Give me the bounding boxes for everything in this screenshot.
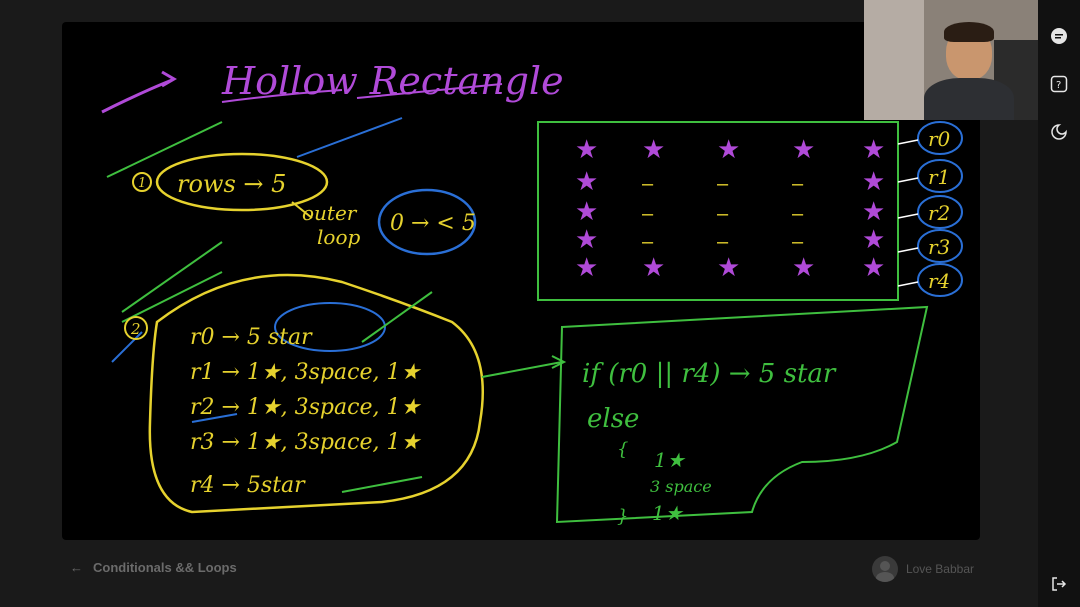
grid-star: ★	[642, 252, 665, 282]
row-labels: r0 r1 r2 r3 r4	[897, 121, 963, 297]
grid-dash: –	[642, 203, 654, 225]
step2-line-3: r3 → 1★, 3space, 1★	[190, 430, 421, 455]
grid-dash: –	[717, 173, 729, 195]
grid-star: ★	[717, 252, 740, 282]
grid-star: ★	[717, 134, 740, 164]
grid-dash: –	[642, 173, 654, 195]
logic-branch-1: 1★	[654, 448, 686, 472]
grid-dash: –	[792, 203, 804, 225]
back-link[interactable]: ← Conditionals && Loops	[70, 560, 237, 575]
row-label-arrow	[897, 177, 919, 183]
grid-dash: –	[642, 231, 654, 253]
grid-star: ★	[862, 252, 885, 282]
grid-star: ★	[575, 224, 598, 254]
grid-star: ★	[862, 224, 885, 254]
step2-line-4: r4 → 5star	[190, 473, 306, 498]
logic-box	[555, 305, 929, 524]
chat-icon[interactable]	[1047, 24, 1071, 48]
grid-star: ★	[575, 134, 598, 164]
svg-text:?: ?	[1056, 80, 1061, 91]
lesson-footer: ← Conditionals && Loops Love Babbar	[62, 548, 980, 594]
whiteboard-canvas: Hollow Rectangle 1 rows → 5 outer loop 0…	[101, 59, 963, 527]
step1-ellipse	[155, 152, 329, 212]
grid-dash: –	[792, 173, 804, 195]
row-label-arrow	[897, 247, 919, 253]
star-grid: ★★★★★★–––★★–––★★–––★★★★★★	[575, 134, 885, 282]
row-label-ring	[917, 195, 963, 229]
grid-star: ★	[575, 196, 598, 226]
step2-blob	[148, 273, 484, 514]
grid-box	[537, 121, 899, 301]
logic-close-brace: }	[617, 506, 628, 527]
row-label-ring	[917, 229, 963, 263]
row-label-arrow	[897, 213, 919, 219]
step2-line-0: r0 → 5 star	[190, 325, 313, 350]
theme-icon[interactable]	[1047, 120, 1071, 144]
grid-star: ★	[862, 134, 885, 164]
row-label-ring	[917, 121, 963, 155]
grid-dash: –	[717, 231, 729, 253]
range-ellipse	[377, 188, 477, 256]
row-label: r3	[928, 235, 950, 259]
grid-star: ★	[642, 134, 665, 164]
presenter-webcam	[864, 0, 1038, 120]
grid-star: ★	[862, 196, 885, 226]
step2-number: 2	[130, 320, 141, 338]
grid-star: ★	[575, 166, 598, 196]
row-label-ring	[917, 263, 963, 297]
right-toolbar: ?	[1038, 0, 1080, 607]
row-label: r1	[928, 165, 950, 189]
loop-label: loop	[317, 225, 360, 249]
grid-star: ★	[862, 166, 885, 196]
grid-star: ★	[575, 252, 598, 282]
step1-text: rows → 5	[177, 170, 286, 198]
whiteboard: Hollow Rectangle 1 rows → 5 outer loop 0…	[62, 22, 980, 540]
help-icon[interactable]: ?	[1047, 72, 1071, 96]
row-label: r4	[928, 269, 950, 293]
logic-open-brace: {	[617, 439, 628, 460]
back-link-label: Conditionals && Loops	[93, 560, 237, 575]
row-label: r2	[928, 201, 950, 225]
row-label-arrow	[897, 281, 919, 287]
row-label-arrow	[897, 139, 919, 145]
outer-label: outer	[302, 201, 358, 225]
grid-dash: –	[792, 231, 804, 253]
author-badge: Love Babbar	[871, 556, 974, 582]
logic-branch-2: 3 space	[650, 477, 712, 496]
grid-star: ★	[792, 134, 815, 164]
logic-else: else	[587, 404, 639, 434]
row-label-ring	[917, 159, 963, 193]
step2-line-1: r1 → 1★, 3space, 1★	[190, 360, 421, 385]
avatar	[871, 556, 898, 582]
step1-number: 1	[138, 176, 146, 191]
author-name: Love Babbar	[905, 562, 974, 576]
grid-dash: –	[717, 203, 729, 225]
exit-icon[interactable]	[1047, 572, 1071, 596]
back-arrow-icon: ←	[70, 560, 83, 575]
grid-star: ★	[792, 252, 815, 282]
logic-branch-3: 1★	[652, 501, 684, 525]
logic-condition: if (r0 || r4) → 5 star	[582, 359, 837, 389]
range-text: 0 → < 5	[390, 211, 476, 236]
row-label: r0	[928, 127, 951, 151]
